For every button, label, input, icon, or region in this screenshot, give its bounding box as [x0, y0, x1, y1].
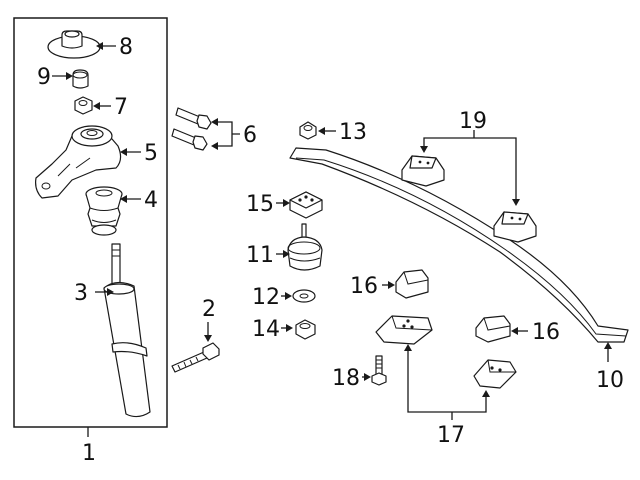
- part-3-shock-absorber: [103, 243, 151, 418]
- part-8-cap: [47, 30, 101, 59]
- callout-17: 17: [437, 423, 465, 448]
- part-17-bracket-left: [375, 315, 433, 345]
- callout-16-right: 16: [532, 320, 560, 345]
- part-19-pad-right: [493, 211, 537, 243]
- part-17-bracket-right: [473, 359, 517, 389]
- part-19-pad-left: [401, 155, 445, 187]
- part-15-spacer: [289, 191, 323, 219]
- part-12-washer: [292, 289, 316, 303]
- part-14-nut: [295, 319, 316, 340]
- part-13-nut: [299, 121, 317, 140]
- part-18-bolt: [371, 355, 387, 386]
- part-10-leaf-spring: [289, 147, 629, 343]
- part-2-bolt: [171, 342, 220, 373]
- callout-8: 8: [119, 35, 133, 60]
- callout-3: 3: [74, 281, 88, 306]
- part-9-plug: [72, 69, 89, 89]
- part-5-upper-mount: [35, 125, 122, 199]
- callout-10: 10: [596, 368, 624, 393]
- callout-5: 5: [144, 141, 158, 166]
- part-16-clip-left: [395, 269, 429, 299]
- callout-4: 4: [144, 188, 158, 213]
- part-11-bump-mount: [287, 223, 323, 271]
- part-6-bolts: [171, 107, 212, 151]
- callout-14: 14: [252, 317, 280, 342]
- part-7-nut: [74, 96, 93, 115]
- part-16-clip-right: [475, 315, 511, 343]
- callout-7: 7: [114, 95, 128, 120]
- part-4-jounce-bumper: [85, 186, 123, 236]
- callout-9: 9: [37, 65, 51, 90]
- callout-13: 13: [339, 120, 367, 145]
- callout-11: 11: [246, 243, 274, 268]
- callout-1: 1: [82, 441, 96, 466]
- callout-16-left: 16: [350, 274, 378, 299]
- callout-19: 19: [459, 109, 487, 134]
- shock-assembly-frame: [13, 17, 168, 428]
- callout-15: 15: [246, 192, 274, 217]
- callout-2: 2: [202, 297, 216, 322]
- callout-12: 12: [252, 285, 280, 310]
- callout-18: 18: [332, 366, 360, 391]
- callout-6: 6: [243, 123, 257, 148]
